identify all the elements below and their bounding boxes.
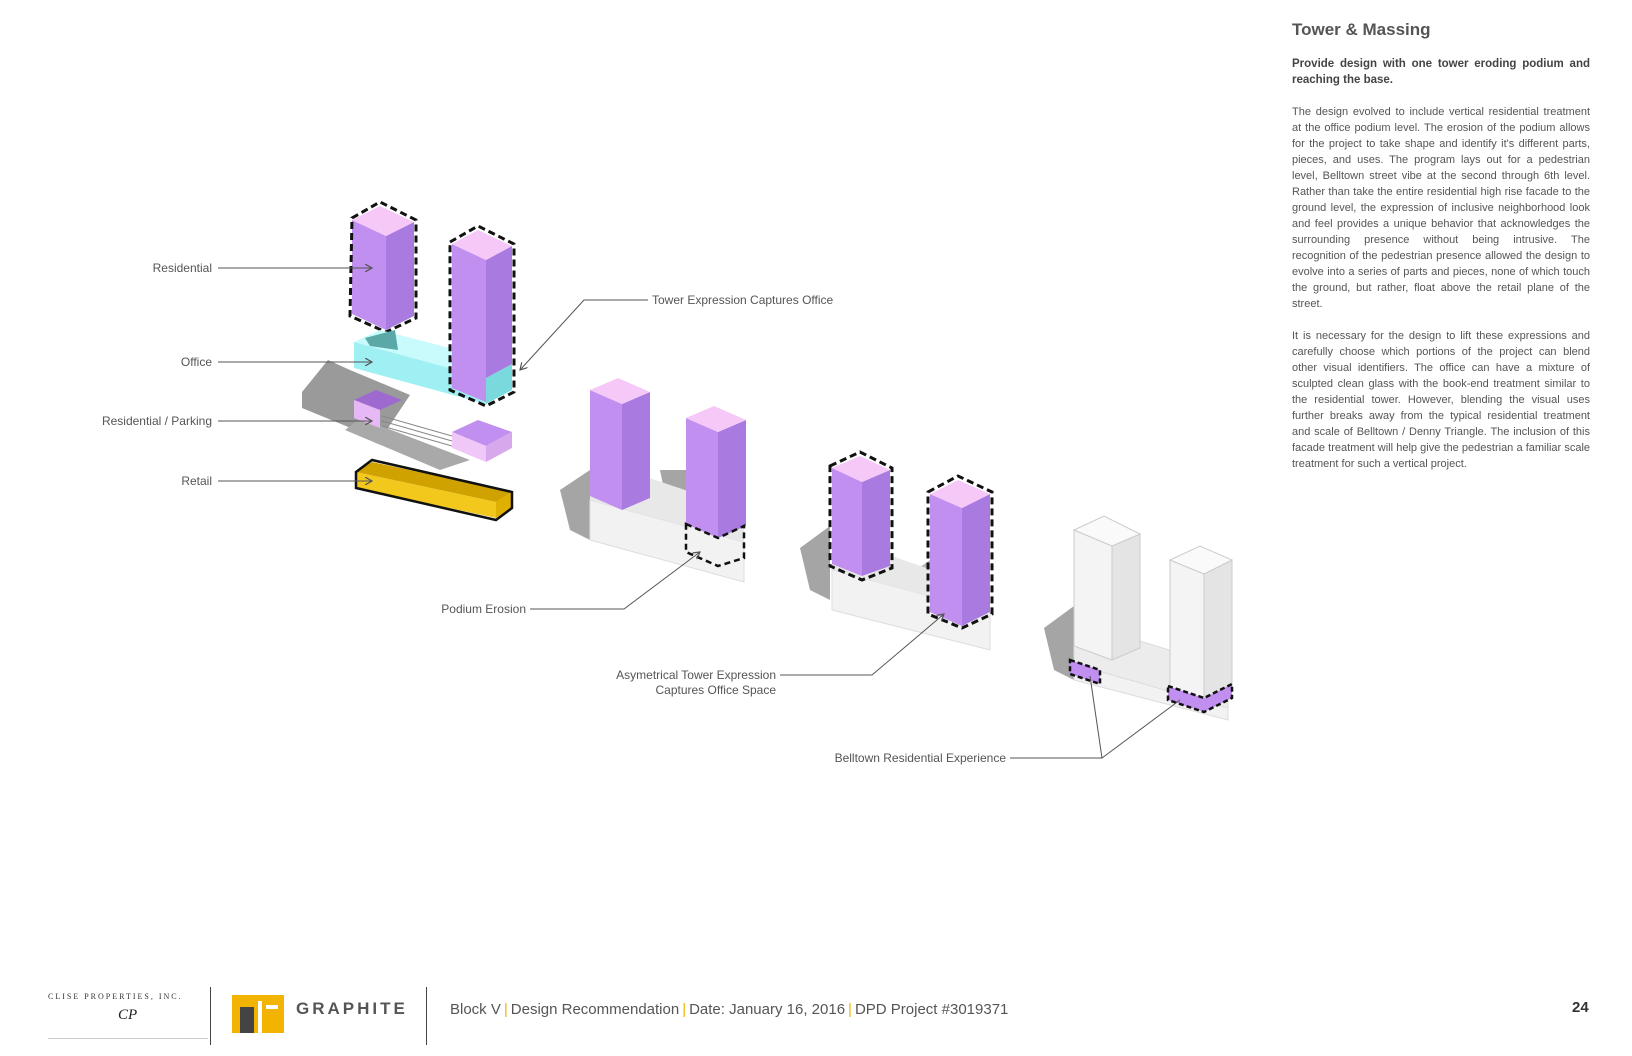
- label-residential: Residential: [152, 261, 212, 275]
- leader-belltown-b: [1101, 699, 1181, 759]
- tower-a-front: [1073, 529, 1113, 661]
- tower-b-front: [686, 418, 718, 538]
- label-office: Office: [180, 355, 212, 369]
- belltown-res-left: [1068, 658, 1102, 686]
- label-belltown: Belltown Residential Experience: [834, 751, 1006, 765]
- tower-a-top: [590, 378, 650, 404]
- label-podium-erosion: Podium Erosion: [441, 602, 526, 616]
- footer-project: DPD Project #3019371: [854, 1001, 1009, 1018]
- parking-slat: [381, 425, 453, 447]
- parking-slat: [381, 420, 453, 442]
- tower-a-top: [832, 456, 890, 482]
- footer-date: Date: January 16, 2016: [689, 1001, 846, 1018]
- retail-top: [356, 462, 512, 502]
- shadow: [800, 526, 830, 600]
- sidebar: Tower & Massing Provide design with one …: [1292, 20, 1590, 488]
- sidebar-lead: Provide design with one tower eroding po…: [1292, 58, 1590, 86]
- massing-asymmetrical: [800, 450, 994, 651]
- tower1-top: [352, 206, 414, 236]
- tower-b-side: [1203, 559, 1233, 701]
- sidebar-title: Tower & Massing: [1292, 20, 1431, 39]
- clise-mark: CP: [118, 1007, 138, 1023]
- tower1-side: [386, 222, 414, 330]
- tower1-dashed-outline: [348, 200, 418, 334]
- label-retail: Retail: [181, 474, 212, 488]
- shadow: [1044, 606, 1074, 680]
- tower-b-front: [930, 494, 962, 626]
- office-side: [486, 364, 512, 404]
- label-asymmetrical-line2: Captures Office Space: [655, 683, 776, 697]
- tower-b-top: [1168, 545, 1234, 575]
- leader-asymmetrical: [780, 614, 944, 676]
- retail-side: [496, 492, 512, 518]
- respark-right-front: [452, 432, 486, 462]
- sidebar-paragraph-1: The design evolved to include vertical r…: [1292, 106, 1590, 310]
- footer-separator: |: [848, 1001, 852, 1018]
- shadow: [560, 470, 590, 540]
- tower-b-front: [1169, 559, 1205, 701]
- tower-b-side: [962, 494, 990, 626]
- footer-block: Block V: [450, 1001, 501, 1018]
- tower-b-side: [718, 420, 746, 538]
- shadow-podium: [345, 418, 470, 470]
- retail-outline: [354, 458, 514, 522]
- leader-lines: [218, 268, 1181, 759]
- leader-podium-erosion: [530, 552, 700, 610]
- footer-divider: [426, 987, 427, 1045]
- parking-slat: [381, 415, 453, 437]
- massing-belltown: [1044, 515, 1234, 721]
- respark-left-front: [354, 400, 380, 428]
- tower-a-front: [832, 468, 862, 576]
- tower-b-top: [686, 406, 746, 432]
- label-residential-parking: Residential / Parking: [101, 414, 212, 428]
- tower1-front: [352, 220, 386, 330]
- footer-separator: |: [682, 1001, 687, 1018]
- tower-b-top: [930, 480, 990, 508]
- tower2-front: [452, 244, 486, 402]
- tower-a-top: [1072, 515, 1142, 547]
- tower-a-side: [1111, 533, 1141, 661]
- page-number: 24: [1572, 999, 1589, 1016]
- erosion-outline: [684, 522, 746, 568]
- label-asymmetrical-line1: Asymetrical Tower Expression: [616, 668, 776, 682]
- tower-a-front: [590, 390, 622, 510]
- tower-a-outline: [828, 450, 894, 582]
- graphite-logo-icon: [232, 995, 284, 1033]
- sidebar-paragraph-2: It is necessary for the design to lift t…: [1292, 330, 1590, 470]
- label-tower-expression: Tower Expression Captures Office: [652, 293, 834, 307]
- footer: CLISE PROPERTIES, INC. CP GRAPHITE Block…: [0, 975, 1632, 1045]
- office-void1: [365, 330, 398, 350]
- belltown-res-right: [1166, 681, 1234, 714]
- tower2-top: [452, 230, 512, 260]
- graphite-wordmark: GRAPHITE: [296, 999, 408, 1018]
- clise-logo: CLISE PROPERTIES, INC. CP: [48, 992, 208, 1024]
- clise-name: CLISE PROPERTIES, INC.: [48, 992, 183, 1001]
- tower2-side: [486, 246, 512, 378]
- footer-project-line: Block V|Design Recommendation|Date: Janu…: [450, 1001, 1008, 1018]
- label-asymmetrical: Asymetrical Tower Expression Captures Of…: [616, 668, 776, 698]
- tower2-dashed-outline: [448, 224, 516, 408]
- massing-podium-erosion: [560, 378, 746, 583]
- leader-belltown-a: [1010, 675, 1103, 759]
- footer-separator: |: [503, 1001, 508, 1018]
- footer-design: Design Recommendation: [510, 1001, 680, 1018]
- tower-a-side: [622, 392, 650, 510]
- respark-right-side: [486, 432, 512, 462]
- leader-tower-expression: [520, 299, 648, 370]
- exploded-massing: [302, 200, 516, 522]
- tower-b-outline: [926, 474, 994, 630]
- respark-left-top: [354, 390, 402, 410]
- footer-divider: [210, 987, 211, 1045]
- retail-front: [356, 472, 496, 518]
- clise-divider: [48, 1038, 208, 1039]
- office-front: [354, 342, 486, 404]
- respark-right-top: [452, 420, 512, 446]
- tower-a-side: [862, 470, 890, 576]
